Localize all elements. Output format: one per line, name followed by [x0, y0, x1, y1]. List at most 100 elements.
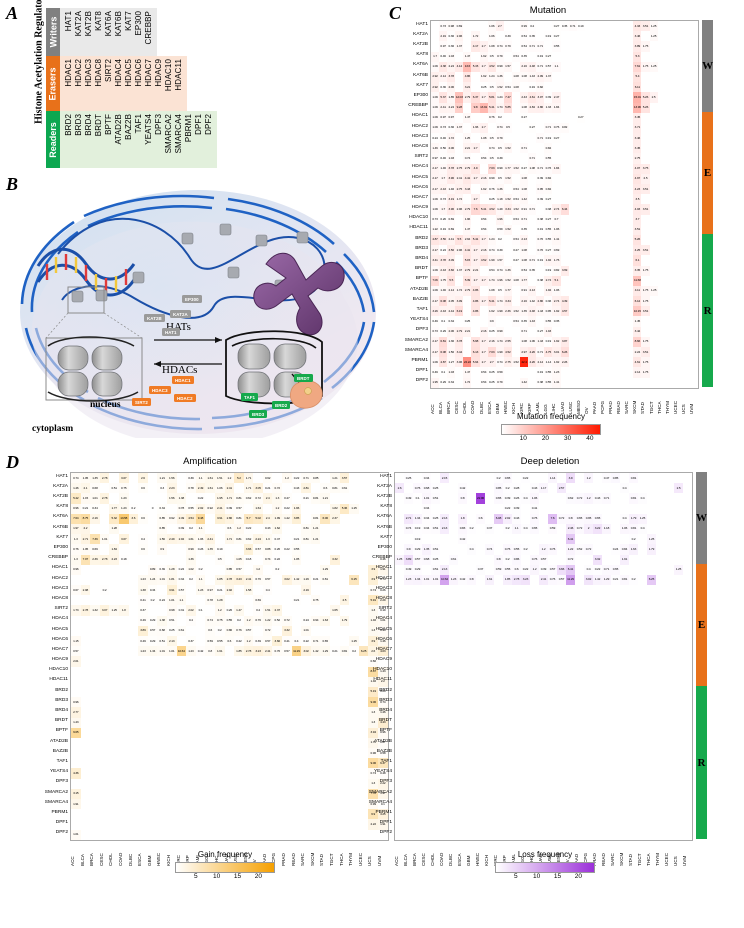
heatmap-cell: 3.51 [641, 204, 650, 215]
heatmap-cell [568, 306, 577, 317]
heatmap-cell: 1.95 [431, 377, 440, 388]
heatmap-cell: 0.51 [109, 483, 119, 494]
heatmap-cell [458, 707, 467, 718]
heatmap-cell [530, 727, 539, 738]
heatmap-cell [128, 656, 139, 667]
heatmap-cell [330, 799, 340, 810]
heatmap-cell [584, 306, 593, 317]
heatmap-cell [358, 829, 369, 840]
heatmap-cell [609, 224, 618, 235]
heatmap-cell [440, 778, 449, 789]
heatmap-cell [431, 707, 440, 718]
heatmap-cell: 1.25 [638, 513, 647, 524]
heatmap-cell [568, 336, 577, 347]
heatmap-cell [530, 574, 539, 586]
heatmap-cell [80, 646, 91, 657]
heatmap-cell [90, 595, 100, 606]
heatmap-cell: 0.21 [291, 534, 302, 545]
heatmap-cell [568, 296, 577, 307]
heatmap-cell [557, 809, 566, 820]
heatmap-cell [157, 554, 167, 565]
heatmap-cell [440, 717, 449, 728]
heatmap-cell: 7.03 [487, 163, 496, 174]
heatmap-cell [99, 615, 110, 626]
heatmap-cell [673, 316, 682, 327]
heatmap-cell [620, 595, 629, 606]
heatmap-cell [339, 636, 350, 647]
heatmap-cell [471, 71, 480, 83]
heatmap-cell: 0.72 [262, 625, 273, 636]
heatmap-cell [224, 737, 235, 749]
heatmap-cell: 2.71 [404, 513, 413, 524]
heatmap-cell [681, 153, 690, 164]
heatmap-cell [638, 778, 647, 789]
heatmap-cell [568, 194, 577, 205]
group-tab-writers: Writers [46, 8, 60, 56]
heatmap-cell: 1.52 [511, 306, 521, 317]
heatmap-cell [358, 799, 369, 810]
heatmap-cell [272, 585, 283, 596]
heatmap-cell [349, 564, 359, 575]
heatmap-cell: 4.03 [378, 646, 388, 657]
heatmap-cell [138, 523, 148, 535]
heatmap-cell [157, 585, 167, 596]
heatmap-cell: 5.5 [447, 275, 456, 286]
heatmap-cell [647, 676, 656, 687]
heatmap-cell [404, 595, 413, 606]
heatmap-cell [641, 214, 650, 225]
heatmap-cell: 1.22 [566, 544, 575, 555]
heatmap-cell: 1.84 [109, 544, 119, 555]
heatmap-cell: 0.26 [439, 214, 448, 225]
heatmap-cell: 0.39 [536, 194, 545, 205]
heatmap-cell [629, 666, 638, 677]
heatmap-cell [224, 707, 235, 718]
heatmap-cell [611, 625, 620, 636]
heatmap-cell: 0.2 [186, 523, 196, 535]
heatmap-cell [455, 143, 464, 154]
heatmap-cell [673, 306, 682, 317]
heatmap-cell: 1.62 [487, 306, 496, 317]
heatmap-cell: 0.22 [282, 503, 292, 514]
heatmap-cell [253, 625, 263, 636]
heatmap-cell: 2.21 [471, 265, 480, 276]
heatmap-cell [395, 636, 404, 647]
heatmap-cell: 2.78 [99, 554, 110, 565]
heatmap-cell [576, 377, 585, 388]
heatmap-cell [358, 717, 369, 728]
heatmap-cell [109, 625, 119, 636]
heatmap-cell [673, 173, 682, 184]
heatmap-cell [395, 615, 404, 626]
heatmap-cell: 3.9 [566, 473, 575, 484]
heatmap-cell: 4.52 [479, 255, 488, 266]
column-label-thym: THYM [348, 852, 354, 866]
heatmap-cell: 0.58 [378, 748, 388, 759]
heatmap-cell [422, 615, 431, 626]
heatmap-cell: 4.41 [463, 173, 472, 184]
heatmap-cell [449, 788, 458, 799]
heatmap-cell [186, 686, 196, 698]
heatmap-cell: 1.23 [552, 367, 561, 378]
heatmap-cell [476, 595, 485, 606]
heatmap-cell [458, 564, 467, 575]
heatmap-cell [243, 697, 254, 708]
row-label-smarca2: SMARCA2 [44, 789, 68, 795]
row-label-hdac8: HDAC8 [375, 595, 392, 601]
heatmap-cell: 0.71 [520, 214, 529, 225]
column-label-hnsc: HNSC [502, 400, 508, 414]
heatmap-cell: 0.82 [560, 122, 569, 134]
heatmap-cell [476, 717, 485, 728]
heatmap-cell [638, 809, 647, 820]
heatmap-cell: 1.36 [503, 265, 512, 276]
heatmap-cell [593, 809, 602, 820]
heatmap-cell: 0.22 [234, 636, 244, 647]
heatmap-cell: 0.74 [495, 122, 504, 134]
heatmap-cell: 0.3 [157, 483, 167, 494]
heatmap-cell [584, 666, 593, 677]
row-label-brdt: BRDT [54, 718, 68, 724]
heatmap-cell [395, 513, 404, 524]
heatmap-cell [301, 686, 311, 698]
heatmap-cell [358, 809, 369, 820]
heatmap-cell [118, 656, 129, 667]
heatmap-cell [611, 778, 620, 789]
heatmap-cell: 3.51 [641, 21, 650, 32]
